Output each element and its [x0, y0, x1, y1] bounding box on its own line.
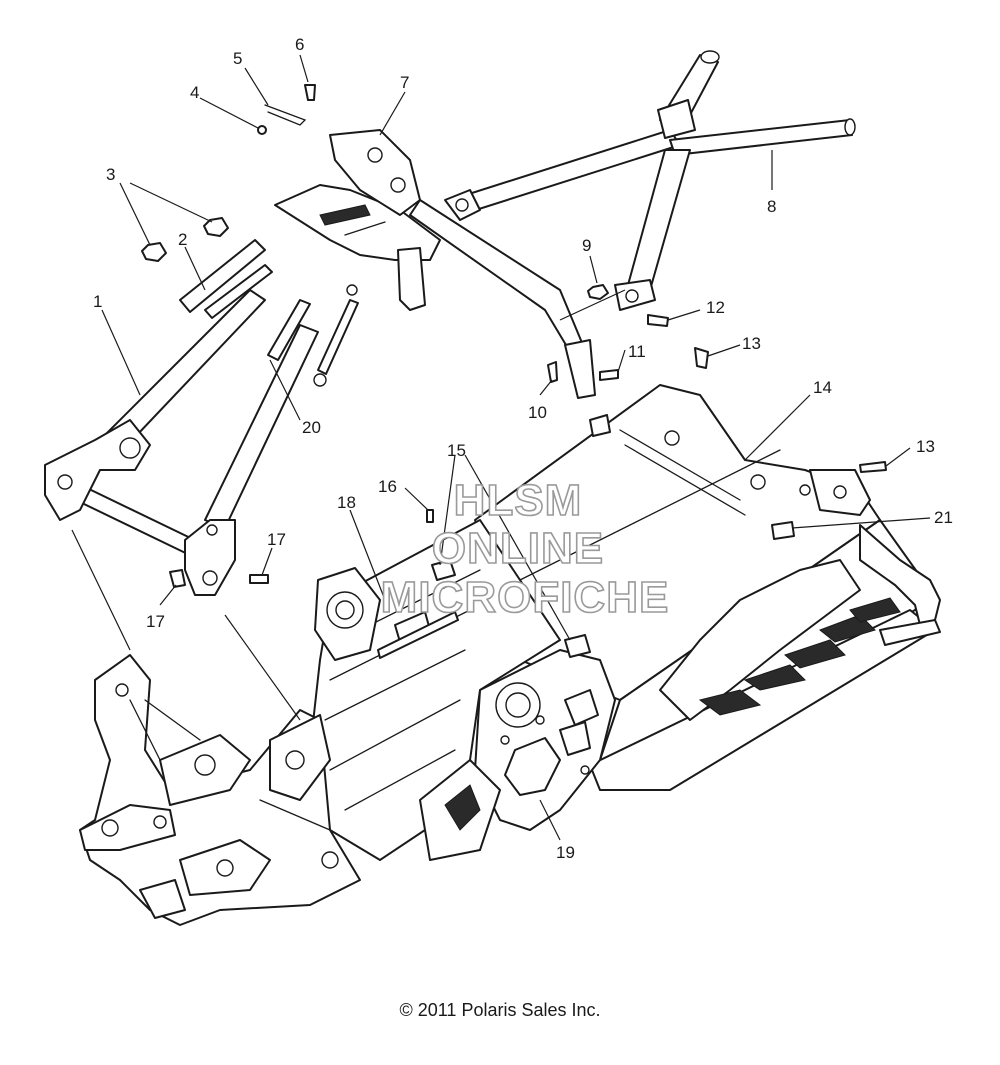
- callout-2: 2: [178, 230, 187, 249]
- callout-13-lower: 13: [916, 437, 935, 456]
- callout-19: 19: [556, 843, 575, 862]
- callout-14: 14: [813, 378, 832, 397]
- watermark: HLSM ONLINE MICROFICHE: [380, 475, 670, 623]
- watermark-line-1: HLSM: [454, 476, 583, 525]
- callout-13-upper: 13: [742, 334, 761, 353]
- callout-7: 7: [400, 73, 409, 92]
- callout-8: 8: [767, 197, 776, 216]
- tunnel-assembly: [474, 384, 941, 791]
- callout-20: 20: [302, 418, 321, 437]
- callout-18: 18: [337, 493, 356, 512]
- bulkhead: [474, 649, 616, 831]
- links-and-pins: [179, 239, 359, 387]
- copyright-notice: © 2011 Polaris Sales Inc.: [399, 1000, 601, 1020]
- callout-16: 16: [378, 477, 397, 496]
- hardware-fasteners: [141, 84, 887, 658]
- callout-6: 6: [295, 35, 304, 54]
- callout-11: 11: [628, 342, 646, 361]
- callout-labels: 1 2 3 4 5 6 7 8 9 10 11 12 13 13 14 15 1…: [93, 35, 953, 862]
- callout-3: 3: [106, 165, 115, 184]
- callout-1: 1: [93, 292, 102, 311]
- callout-17-right: 17: [267, 530, 286, 549]
- watermark-line-2: ONLINE: [432, 524, 604, 573]
- leader-lines: [71, 54, 931, 841]
- watermark-line-3: MICROFICHE: [381, 573, 670, 622]
- callout-21: 21: [934, 508, 953, 527]
- callout-4: 4: [190, 83, 199, 102]
- callout-5: 5: [233, 49, 242, 68]
- callout-17-left: 17: [146, 612, 165, 631]
- callout-9: 9: [582, 236, 591, 255]
- steering-head: [274, 129, 441, 311]
- callout-15: 15: [447, 441, 466, 460]
- steering-tower: [409, 50, 856, 399]
- upper-frame-tubes: [44, 289, 319, 596]
- front-suspension-frame: [79, 654, 361, 926]
- callout-12: 12: [706, 298, 725, 317]
- callout-10: 10: [528, 403, 547, 422]
